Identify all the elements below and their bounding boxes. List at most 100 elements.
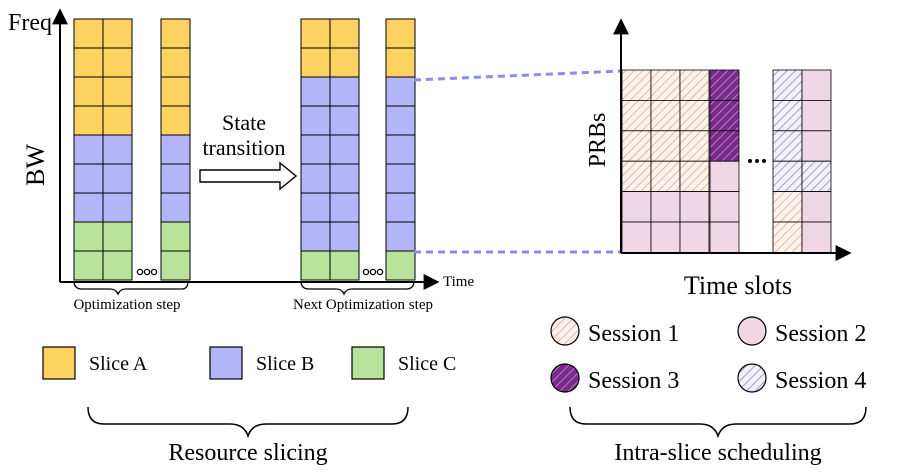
prb-cell xyxy=(801,130,832,162)
step2-col1-cell xyxy=(300,18,331,49)
prb-cell xyxy=(679,69,710,101)
dashed-link-top xyxy=(413,69,623,82)
prb-cell xyxy=(621,160,652,192)
prb-cell xyxy=(709,69,740,101)
step2-col1-cell xyxy=(300,221,331,252)
step2-col2-cell xyxy=(329,134,360,165)
prb-cell xyxy=(679,130,710,162)
prb-cell xyxy=(679,221,710,253)
prb-cell xyxy=(709,100,740,132)
step1-col1-cell xyxy=(73,250,104,281)
step2-col2-cell xyxy=(329,105,360,136)
time-slots-axis-label: Time slots xyxy=(684,271,792,300)
step2-last-col-cell xyxy=(385,163,416,194)
slice-b-swatch xyxy=(209,346,243,380)
step2-last-col-cell xyxy=(385,76,416,107)
session-1-swatch xyxy=(550,316,580,346)
prb-cell xyxy=(772,221,803,253)
step1-col2-cell xyxy=(102,163,133,194)
prb-cell xyxy=(650,191,681,223)
step2-col1-cell xyxy=(300,47,331,78)
resource-slicing-label: Resource slicing xyxy=(168,440,327,466)
prb-cell xyxy=(679,100,710,132)
left-y-axis-label: Freq xyxy=(8,10,52,36)
state-transition-line2: transition xyxy=(202,135,285,160)
step2-col2-cell xyxy=(329,250,360,281)
prb-cell xyxy=(772,160,803,192)
step2-col2-cell xyxy=(329,76,360,107)
step2-last-col-cell xyxy=(385,105,416,136)
step2-last-col-cell xyxy=(385,192,416,223)
intra-slice-brace xyxy=(569,406,867,439)
prbs-axis-label: PRBs xyxy=(585,113,611,168)
step2-col1-cell xyxy=(300,192,331,223)
session-4-swatch xyxy=(737,363,767,393)
step2-col1-cell xyxy=(300,250,331,281)
prb-cell xyxy=(650,130,681,162)
prb-cell xyxy=(801,221,832,253)
step1-col2-cell xyxy=(102,105,133,136)
step1-col2-cell xyxy=(102,134,133,165)
session-2-swatch xyxy=(737,316,767,346)
step1-col1-cell xyxy=(73,163,104,194)
prb-grid xyxy=(621,69,832,253)
prb-cell xyxy=(709,221,740,253)
prb-cell xyxy=(650,160,681,192)
prb-cell xyxy=(801,160,832,192)
step1-col2-cell xyxy=(102,250,133,281)
step2-col1-cell xyxy=(300,163,331,194)
prb-cell xyxy=(679,160,710,192)
prb-cell xyxy=(772,191,803,223)
step2-last-col-cell xyxy=(385,134,416,165)
step2-last-col-cell xyxy=(385,250,416,281)
step2-col1-cell xyxy=(300,105,331,136)
intra-slice-label: Intra-slice scheduling xyxy=(614,440,821,466)
prb-cell xyxy=(772,69,803,101)
step2-col2-cell xyxy=(329,192,360,223)
step2-col2-cell xyxy=(329,221,360,252)
prb-cell xyxy=(621,130,652,162)
step1-col1-cell xyxy=(73,134,104,165)
prb-cell xyxy=(801,69,832,101)
step1-col1-cell xyxy=(73,192,104,223)
bandwidth-bars xyxy=(73,18,416,281)
prb-cell xyxy=(621,69,652,101)
session-2-label: Session 2 xyxy=(775,321,866,347)
ellipsis-step1 xyxy=(136,268,158,276)
step1-col1-cell xyxy=(73,76,104,107)
prb-cell xyxy=(801,191,832,223)
step1-col1-cell xyxy=(73,221,104,252)
session-1-label: Session 1 xyxy=(588,321,679,347)
slice-a-label: Slice A xyxy=(89,353,148,375)
step1-last-col-cell xyxy=(160,105,191,136)
prb-cell xyxy=(650,69,681,101)
step1-last-col-cell xyxy=(160,163,191,194)
step1-col1-cell xyxy=(73,18,104,49)
prb-cell xyxy=(772,100,803,132)
prb-cell xyxy=(801,100,832,132)
prb-cell xyxy=(650,100,681,132)
step2-col2-cell xyxy=(329,18,360,49)
step1-label: Optimization step xyxy=(73,297,180,313)
step2-last-col-cell xyxy=(385,47,416,78)
prb-cell xyxy=(621,221,652,253)
bandwidth-label: BW xyxy=(21,144,50,186)
step1-col2-cell xyxy=(102,47,133,78)
step1-col2-cell xyxy=(102,192,133,223)
session-4-label: Session 4 xyxy=(775,368,866,394)
resource-slicing-brace xyxy=(87,406,409,439)
step1-col2-cell xyxy=(102,18,133,49)
step1-last-col-cell xyxy=(160,18,191,49)
step1-col2-cell xyxy=(102,221,133,252)
step2-col2-cell xyxy=(329,163,360,194)
session-3-label: Session 3 xyxy=(588,368,679,394)
slice-a-swatch xyxy=(42,346,76,380)
left-x-axis-label: Time xyxy=(443,274,474,290)
step2-last-col-cell xyxy=(385,18,416,49)
step2-col1-cell xyxy=(300,134,331,165)
prb-cell xyxy=(709,160,740,192)
state-transition-line1: State xyxy=(222,110,266,135)
prb-cell xyxy=(621,100,652,132)
prb-ellipsis xyxy=(748,159,766,163)
